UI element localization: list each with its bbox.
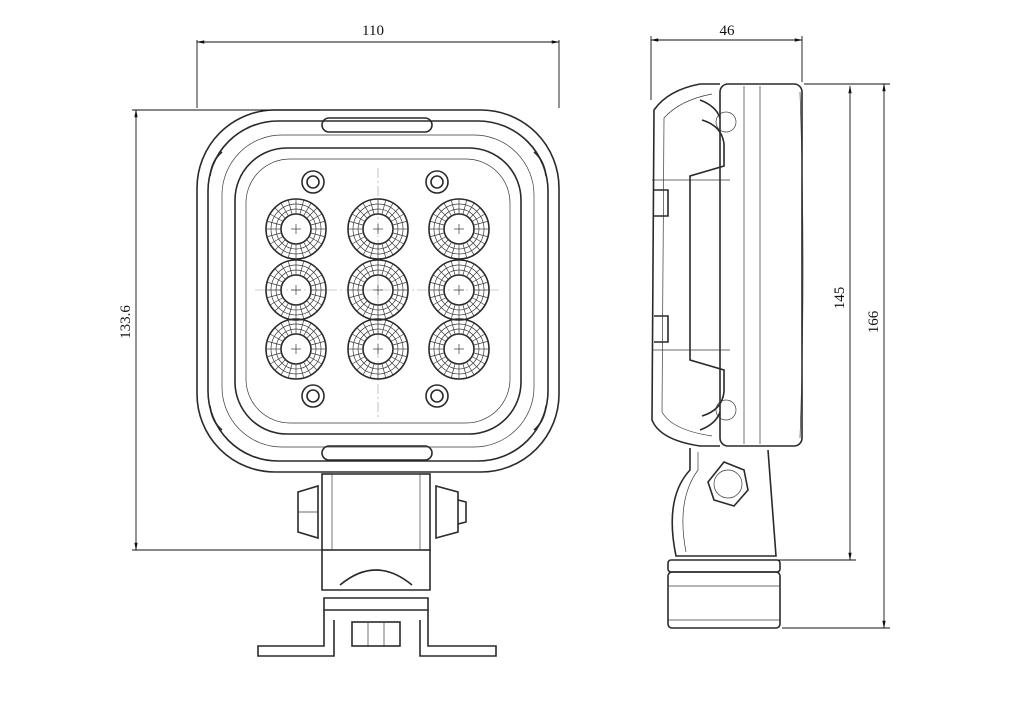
bottom-nut (351, 621, 401, 647)
front-top-slot (321, 117, 433, 133)
side-base-foot (667, 571, 781, 629)
front-lens-frame (234, 147, 522, 435)
front-housing-inner (221, 134, 535, 448)
side-stand (671, 448, 777, 557)
led-reflector (428, 318, 490, 380)
height-dimension-label: 133.6 (118, 305, 134, 339)
base-foot-left (257, 610, 335, 657)
side-view: 46 145 166 (650, 23, 890, 629)
mounting-screw (301, 170, 325, 194)
led-grid (265, 198, 490, 380)
depth-dimension-label: 46 (720, 23, 736, 39)
body-height-dimension-label: 145 (832, 287, 848, 310)
front-left-ear-top (209, 151, 223, 177)
mounting-screw (425, 170, 449, 194)
mounting-screw (301, 384, 325, 408)
led-reflector (265, 259, 327, 321)
front-right-ear-bottom (533, 405, 547, 431)
led-reflector (428, 198, 490, 260)
mounting-screw (425, 384, 449, 408)
led-reflector (347, 198, 409, 260)
side-hex-nut (707, 461, 749, 507)
base-foot-right (419, 610, 497, 657)
front-left-ear-bottom (209, 405, 223, 431)
front-housing-bezel (207, 120, 549, 462)
total-height-dimension-label: 166 (866, 310, 882, 333)
left-nut (297, 484, 319, 540)
side-lens-block (719, 83, 803, 447)
front-right-ear-top (533, 151, 547, 177)
front-lens-window (245, 158, 511, 424)
side-base-plate (667, 559, 781, 573)
led-reflector (265, 318, 327, 380)
led-reflector (347, 318, 409, 380)
led-reflector (347, 259, 409, 321)
front-view: 110 133.6 (118, 23, 560, 657)
led-reflector (265, 198, 327, 260)
width-dimension-label: 110 (362, 23, 384, 39)
right-nut (435, 484, 459, 540)
led-reflector (428, 259, 490, 321)
front-bottom-slot (321, 445, 433, 461)
front-mount-bracket (257, 473, 497, 657)
side-rear-housing (651, 83, 720, 447)
front-housing-outer (196, 109, 560, 473)
